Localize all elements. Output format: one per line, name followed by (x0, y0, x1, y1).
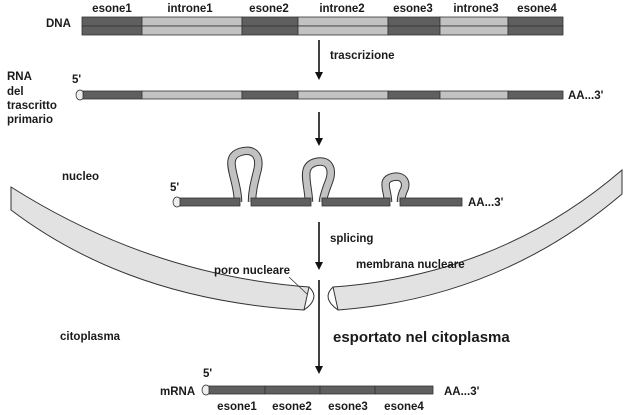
mrna-label: mRNA (160, 386, 195, 398)
looped-rna-exons (172, 196, 463, 208)
splicing-label: splicing (330, 233, 373, 245)
nuclear-pore-pointer (288, 276, 308, 295)
rna-esone2 (241, 90, 299, 100)
primary-rna-5prime: 5' (72, 74, 81, 86)
rna-introne1 (141, 90, 243, 100)
dna-esone2-lower (241, 25, 299, 36)
dna-introne1-lower (141, 25, 243, 36)
primary-rna-label-line4: primario (7, 114, 53, 126)
dna-introne3 (439, 16, 509, 27)
primary-rna-strand (75, 89, 564, 101)
nuclear-pore (303, 286, 339, 311)
intron-loop-1-fill (228, 147, 262, 203)
dna-seg-label-introne3: introne3 (453, 3, 498, 15)
intron-loops (227, 146, 410, 203)
looped-esone4 (399, 197, 463, 207)
dna-seg-label-esone3: esone3 (393, 3, 433, 15)
dna-introne2-lower (297, 25, 389, 36)
transcription-label: trascrizione (330, 50, 395, 62)
mrna-esone1 (208, 385, 266, 395)
spliced-rna-3prime: AA...3' (468, 197, 504, 209)
cytoplasm-label: citoplasma (60, 331, 121, 343)
dna-esone1 (81, 16, 143, 27)
looped-esone3 (321, 197, 391, 207)
dna-esone2 (241, 16, 299, 27)
mrna-5prime: 5' (203, 368, 212, 380)
rna-esone1 (82, 90, 143, 100)
dna-label: DNA (46, 18, 71, 30)
dna-double-strand (81, 16, 564, 36)
dna-seg-label-introne1: introne1 (167, 3, 213, 15)
rna-introne3 (439, 90, 509, 100)
primary-rna-3prime: AA...3' (568, 90, 604, 102)
mrna-exon-label-4: esone4 (384, 401, 424, 413)
nucleus-label: nucleo (62, 171, 99, 183)
nuclear-pore-label: poro nucleare (214, 265, 290, 277)
export-label: esportato nel citoplasma (333, 329, 510, 346)
mrna-esone4 (374, 385, 434, 395)
dna-seg-label-esone4: esone4 (517, 3, 557, 15)
primary-rna-label-line3: trascritto (7, 100, 57, 112)
dna-esone1-lower (81, 25, 143, 36)
nuclear-membrane (10, 168, 623, 311)
primary-rna-label-line2: del (7, 86, 24, 98)
mrna-exon-label-1: esone1 (217, 401, 257, 413)
rna-esone4 (507, 90, 564, 100)
mrna-3prime: AA...3' (444, 386, 480, 398)
dna-introne1 (141, 16, 243, 27)
nuclear-membrane-label: membrana nucleare (356, 259, 465, 271)
intron-loop-2-fill (302, 158, 334, 203)
mrna-esone2 (264, 385, 321, 395)
mrna-exon-label-2: esone2 (272, 401, 312, 413)
primary-rna-label-line1: RNA (7, 71, 32, 83)
rna-esone3 (387, 90, 441, 100)
mrna-exon-label-3: esone3 (328, 401, 368, 413)
mrna-esone3 (319, 385, 376, 395)
dna-seg-label-esone1: esone1 (92, 3, 132, 15)
spliced-rna-5prime: 5' (170, 182, 179, 194)
mrna-strand (201, 384, 434, 396)
dna-introne2 (297, 16, 389, 27)
dna-seg-label-esone2: esone2 (249, 3, 289, 15)
dna-esone4 (507, 16, 564, 27)
dna-esone4-lower (507, 25, 564, 36)
membrane-right-segment (332, 168, 623, 311)
dna-esone3-lower (387, 25, 441, 36)
rna-introne2 (297, 90, 389, 100)
dna-esone3 (387, 16, 441, 27)
looped-esone2 (250, 197, 312, 207)
looped-esone1 (179, 197, 241, 207)
dna-introne3-lower (439, 25, 509, 36)
dna-seg-label-introne2: introne2 (319, 3, 364, 15)
